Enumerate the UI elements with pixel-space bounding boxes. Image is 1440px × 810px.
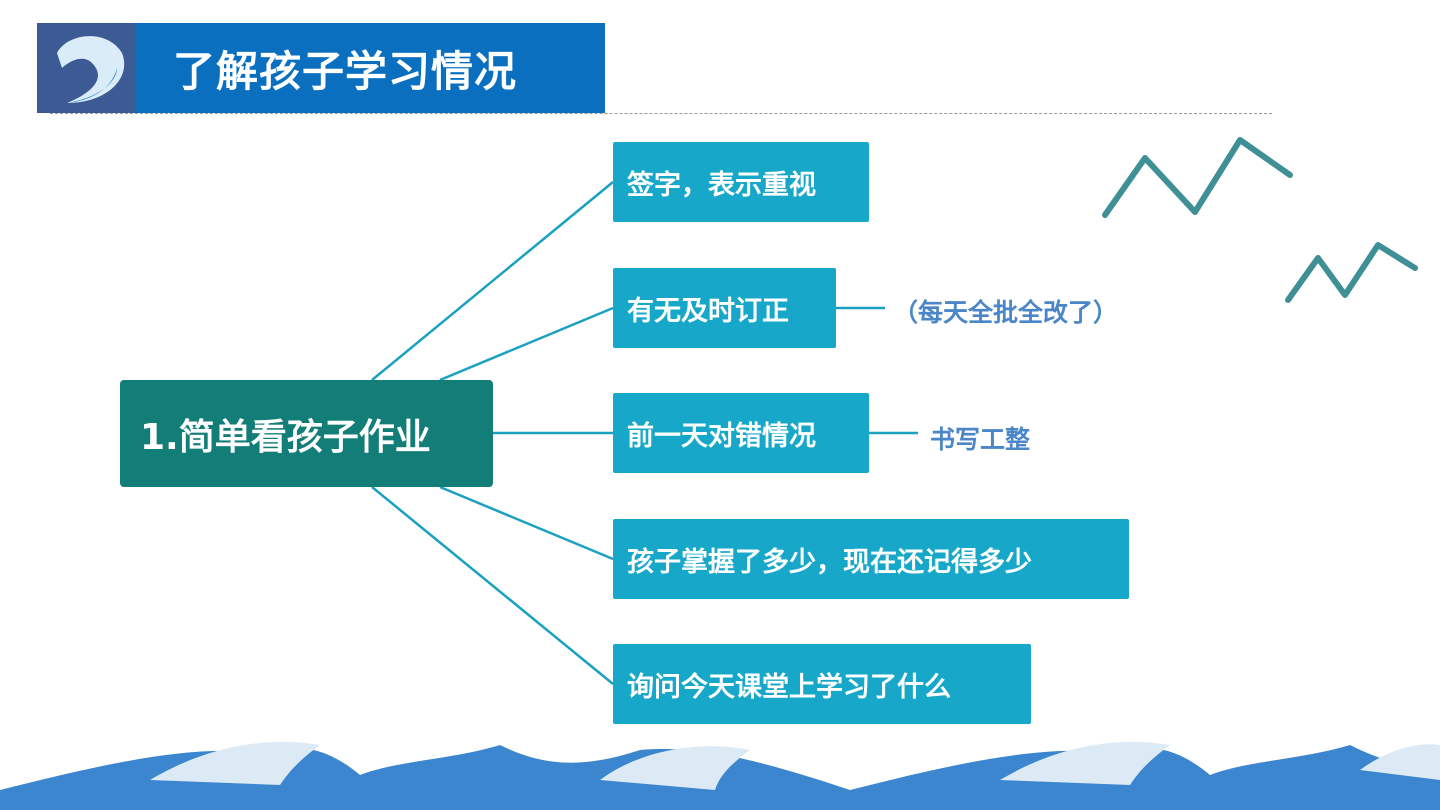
page-title: 了解孩子学习情况 [135,23,605,113]
branch-node: 前一天对错情况 [613,393,869,473]
branch-node: 签字，表示重视 [613,142,869,222]
branch-node: 询问今天课堂上学习了什么 [613,644,1031,724]
branch-node: 有无及时订正 [613,268,836,348]
connector-lines [371,181,918,685]
bird-icon [1102,137,1418,303]
divider [50,113,1272,114]
wave-logo-icon [37,23,135,113]
branch-note: 书写工整 [930,425,1031,454]
branch-note: （每天全批全改了） [893,298,1119,327]
wave-decoration [0,741,1440,810]
center-node: 1.简单看孩子作业 [120,380,493,487]
branch-node: 孩子掌握了多少，现在还记得多少 [613,519,1129,599]
